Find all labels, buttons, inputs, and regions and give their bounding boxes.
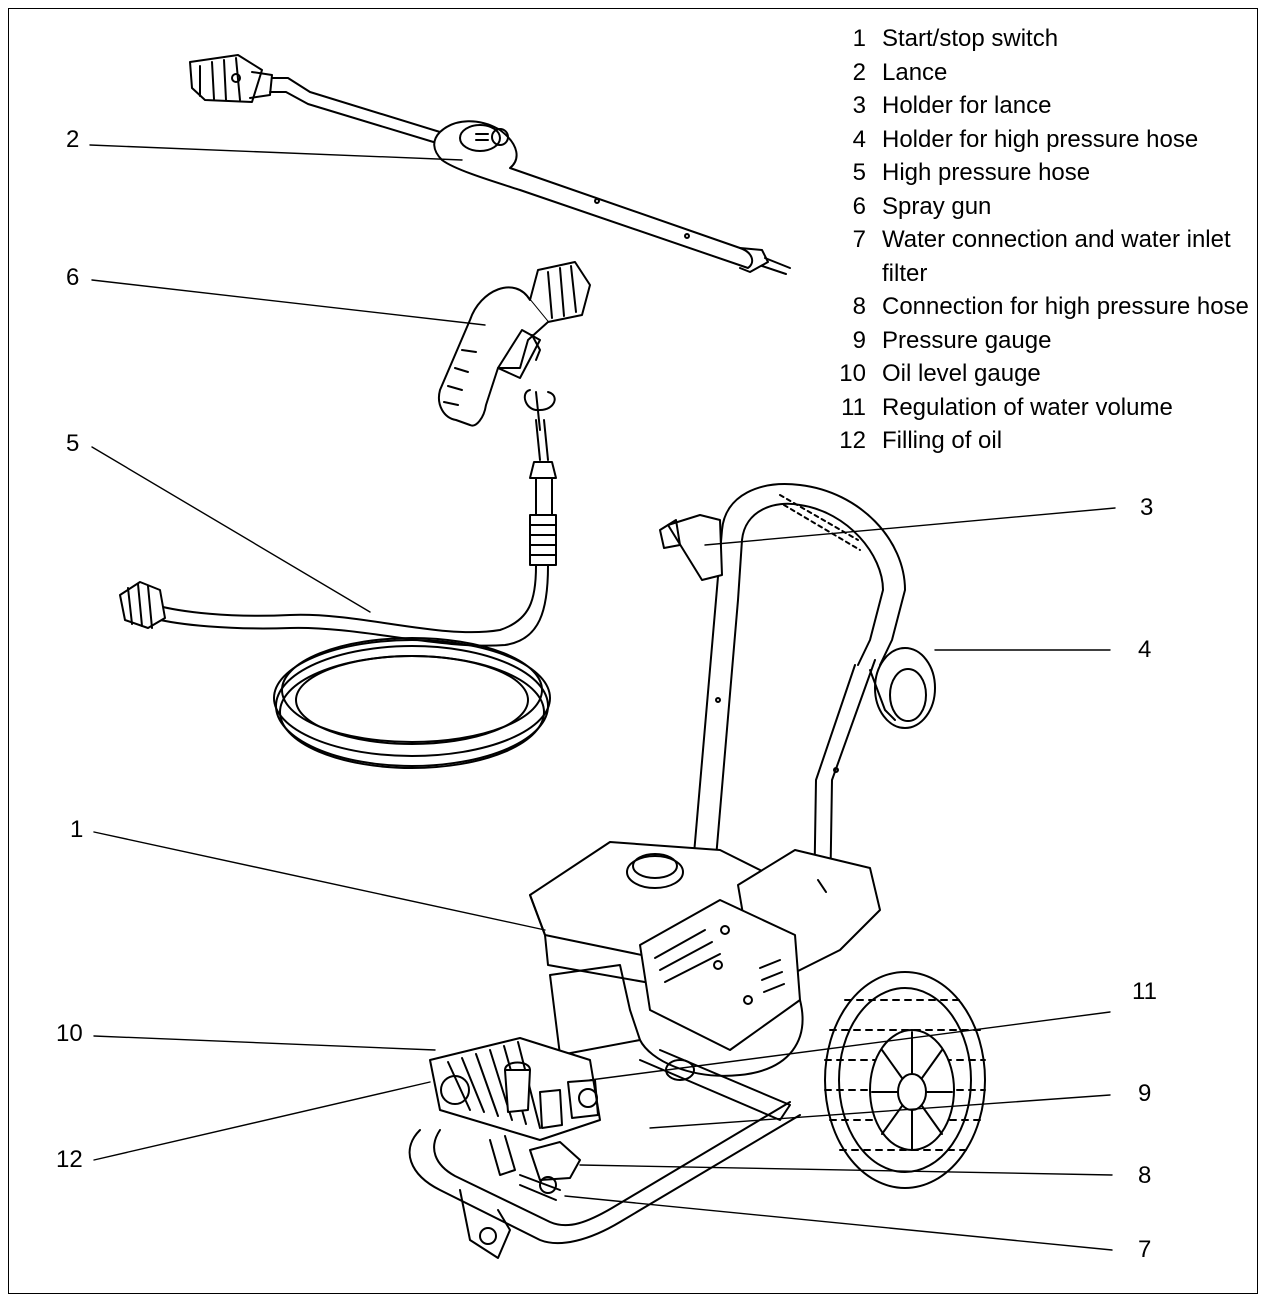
legend-item: 2 Lance bbox=[828, 56, 1258, 90]
legend-item: 7 Water connection and water inlet filter bbox=[828, 223, 1258, 290]
callout-2: 2 bbox=[66, 126, 80, 153]
legend-text: Lance bbox=[882, 58, 948, 86]
callout-5: 5 bbox=[66, 430, 80, 457]
legend-text: Water connection and water inlet filter bbox=[882, 226, 1231, 287]
high-pressure-hose bbox=[119, 565, 551, 769]
legend-item: 6 Spray gun bbox=[828, 190, 1258, 224]
legend-item: 9 Pressure gauge bbox=[828, 324, 1258, 358]
callout-3: 3 bbox=[1140, 494, 1154, 521]
legend-number: 10 bbox=[839, 360, 866, 387]
parts-legend: 1 Start/stop switch 2 Lance 3 Holder for la… bbox=[828, 22, 1258, 458]
legend-number: 7 bbox=[852, 226, 866, 253]
legend-item: 12 Filling of oil bbox=[828, 424, 1258, 458]
legend-item: 4 Holder for high pressure hose bbox=[828, 123, 1258, 157]
base-frame bbox=[408, 1101, 801, 1259]
callout-7: 7 bbox=[1138, 1236, 1152, 1263]
legend-number: 4 bbox=[852, 125, 866, 153]
legend-item: 5 High pressure hose bbox=[828, 156, 1258, 190]
legend-text: Connection for high pressure hose bbox=[882, 293, 1249, 320]
legend-text: High pressure hose bbox=[882, 159, 1091, 186]
legend-text: Start/stop switch bbox=[882, 25, 1059, 52]
callout-10: 10 bbox=[56, 1020, 83, 1047]
legend-item: 10 Oil level gauge bbox=[828, 357, 1258, 391]
legend-item: 11 Regulation of water volume bbox=[828, 391, 1258, 425]
leader-lines bbox=[89, 144, 1116, 1251]
legend-text: Oil level gauge bbox=[882, 360, 1041, 387]
legend-text: Pressure gauge bbox=[882, 326, 1052, 354]
legend-number: 2 bbox=[852, 58, 866, 86]
legend-number: 8 bbox=[852, 293, 866, 320]
legend-text: Spray gun bbox=[882, 192, 992, 220]
callout-8: 8 bbox=[1138, 1162, 1152, 1189]
legend-number: 3 bbox=[852, 92, 866, 119]
legend-text: Filling of oil bbox=[882, 427, 1003, 454]
legend-number: 12 bbox=[839, 427, 866, 454]
legend-number: 1 bbox=[852, 25, 866, 52]
pump bbox=[429, 1037, 601, 1201]
callout-4: 4 bbox=[1138, 636, 1152, 663]
legend-item: 3 Holder for lance bbox=[828, 89, 1258, 123]
handle-frame bbox=[659, 483, 936, 906]
legend-item: 8 Connection for high pressure hose bbox=[828, 290, 1258, 324]
legend-text: Holder for lance bbox=[882, 92, 1052, 119]
legend-number: 11 bbox=[841, 393, 866, 421]
engine bbox=[529, 841, 881, 1121]
legend-text: Holder for high pressure hose bbox=[882, 125, 1199, 153]
callout-11: 11 bbox=[1132, 978, 1157, 1005]
wheel bbox=[824, 971, 986, 1189]
spray-gun bbox=[438, 261, 591, 461]
callout-9: 9 bbox=[1138, 1080, 1152, 1107]
lance bbox=[189, 54, 791, 275]
legend-text: Regulation of water volume bbox=[882, 393, 1173, 421]
legend-item: 1 Start/stop switch bbox=[828, 22, 1258, 56]
callout-1: 1 bbox=[70, 816, 84, 843]
diagram-frame bbox=[8, 8, 1258, 1294]
legend-number: 5 bbox=[852, 159, 866, 186]
legend-number: 6 bbox=[852, 192, 866, 220]
hose-connector bbox=[529, 461, 557, 566]
legend-number: 9 bbox=[852, 326, 866, 354]
callout-6: 6 bbox=[66, 264, 80, 291]
callout-12: 12 bbox=[56, 1146, 83, 1173]
